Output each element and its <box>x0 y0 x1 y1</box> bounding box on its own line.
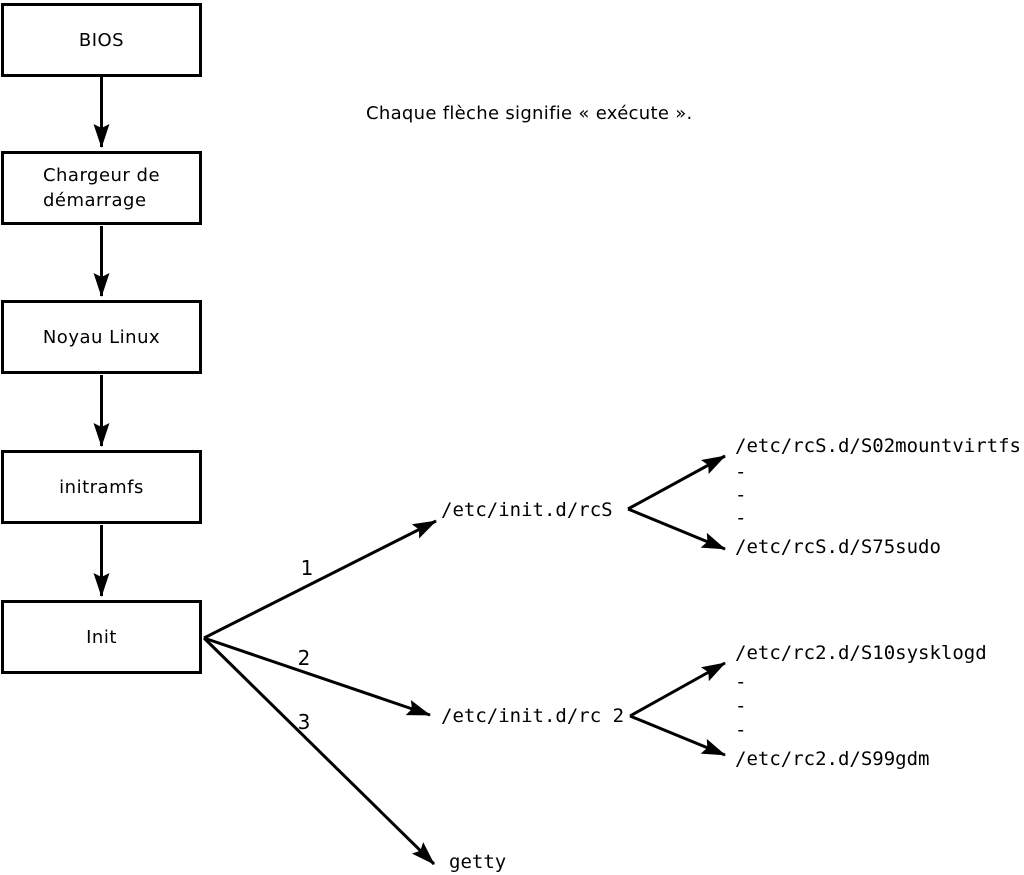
box-initramfs: initramfs <box>1 450 202 524</box>
node-etc-rc2-d-s10sysklogd: /etc/rc2.d/S10sysklogd <box>735 642 987 664</box>
arrow-label-2: 2 <box>297 646 311 670</box>
arrow-label-3: 3 <box>297 710 311 734</box>
box-bios-label: BIOS <box>78 29 125 51</box>
box-bios: BIOS <box>1 3 202 77</box>
arrow-label-1: 1 <box>300 556 314 580</box>
box-initramfs-label: initramfs <box>59 476 144 498</box>
box-init-label: Init <box>86 626 117 648</box>
arrow-init-to-rcs <box>203 519 437 640</box>
box-kernel-label: Noyau Linux <box>42 326 161 348</box>
arrow-rc2-to-s99gdm <box>629 714 726 757</box>
node-etc-rcs-d-s02mountvirtfs: /etc/rcS.d/S02mountvirtfs <box>735 435 1021 457</box>
ellipsis-dash: - <box>735 507 747 529</box>
box-bootloader: Chargeur de démarrage <box>1 151 202 225</box>
arrow-rc2-to-s10sysklogd <box>629 661 726 718</box>
ellipsis-dash: - <box>735 695 747 717</box>
ellipsis-dash: - <box>735 719 747 741</box>
caption-arrow-meaning: Chaque flèche signifie « exécute ». <box>366 103 693 124</box>
node-getty: getty <box>449 851 507 873</box>
node-etc-rc2-d-s99gdm: /etc/rc2.d/S99gdm <box>735 748 930 770</box>
arrow-init-to-getty <box>202 636 436 866</box>
box-init: Init <box>1 600 202 674</box>
node-etc-rcs-d-s75sudo: /etc/rcS.d/S75sudo <box>735 536 941 558</box>
box-bootloader-label: Chargeur de démarrage <box>42 165 161 211</box>
box-kernel: Noyau Linux <box>1 300 202 374</box>
ellipsis-dash: - <box>735 671 747 693</box>
ellipsis-dash: - <box>735 484 747 506</box>
arrow-rcs-to-s75sudo <box>627 507 726 551</box>
arrow-rcs-to-s02mountvirtfs <box>627 454 726 511</box>
ellipsis-dash: - <box>735 461 747 483</box>
node-etc-init-d-rcs: /etc/init.d/rcS <box>441 499 613 521</box>
arrow-init-to-rc2 <box>203 636 431 717</box>
node-etc-init-d-rc2: /etc/init.d/rc 2 <box>441 705 625 727</box>
